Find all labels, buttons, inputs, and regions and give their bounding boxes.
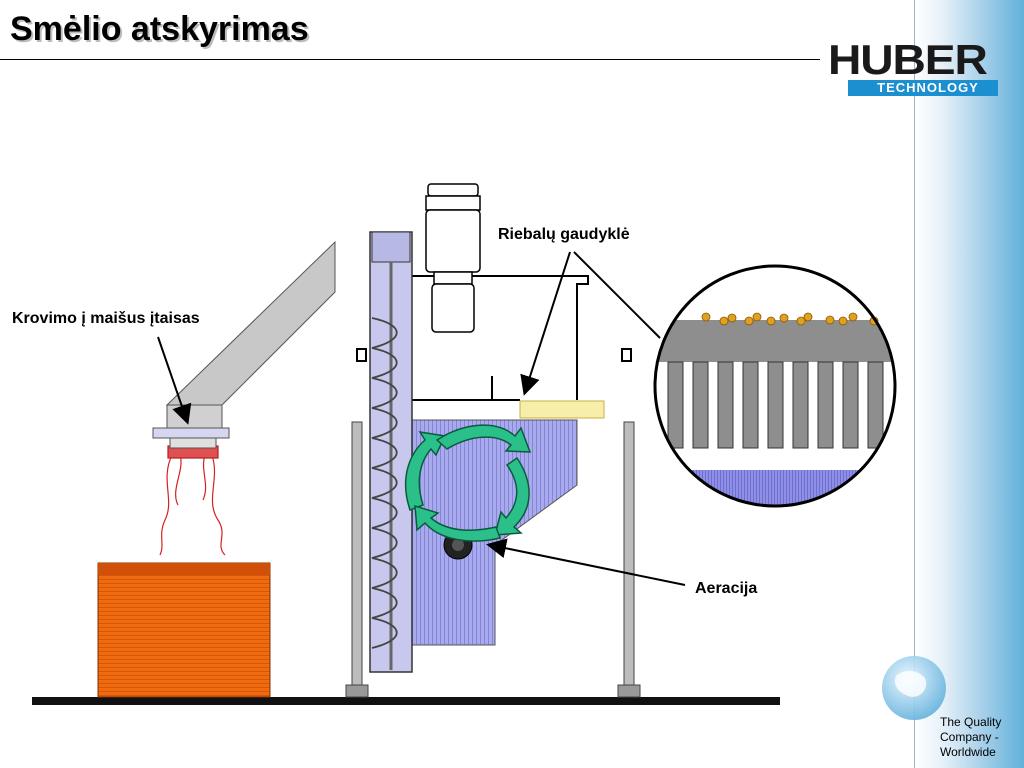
screw-conveyor — [369, 231, 413, 673]
tagline: The Quality Company - Worldwide — [940, 715, 1001, 760]
support-legs — [345, 421, 641, 698]
logo-brand: HUBER — [828, 36, 988, 83]
label-bagging-device: Krovimo į maišus įtaisas — [12, 310, 200, 327]
logo-bar — [848, 80, 998, 96]
grease-trap-plate — [519, 400, 605, 419]
drive-motor — [425, 183, 481, 333]
circulation-arrows — [404, 424, 532, 542]
ground-line — [32, 697, 780, 705]
tank-bracket-right — [621, 348, 632, 362]
bag-strings — [159, 445, 226, 556]
tagline-line-3: Worldwide — [940, 745, 996, 759]
grease-balls — [701, 312, 879, 326]
huber-logo: HUBER TECHNOLOGY — [828, 36, 1000, 98]
tagline-line-1: The Quality — [940, 715, 1002, 729]
title-divider — [0, 59, 820, 60]
logo-subtitle: TECHNOLOGY — [877, 80, 979, 95]
label-grease-trap: Riebalų gaudyklė — [498, 226, 630, 243]
sidebar-gradient — [914, 0, 1024, 768]
label-pointers — [157, 251, 686, 586]
tank-bracket-left — [356, 348, 367, 362]
tagline-line-2: Company - — [940, 730, 999, 744]
container-box — [97, 562, 271, 698]
page-title: Smėlio atskyrimas — [10, 10, 309, 48]
label-aeration: Aeracija — [695, 580, 758, 597]
magnifier-circle — [653, 264, 897, 508]
